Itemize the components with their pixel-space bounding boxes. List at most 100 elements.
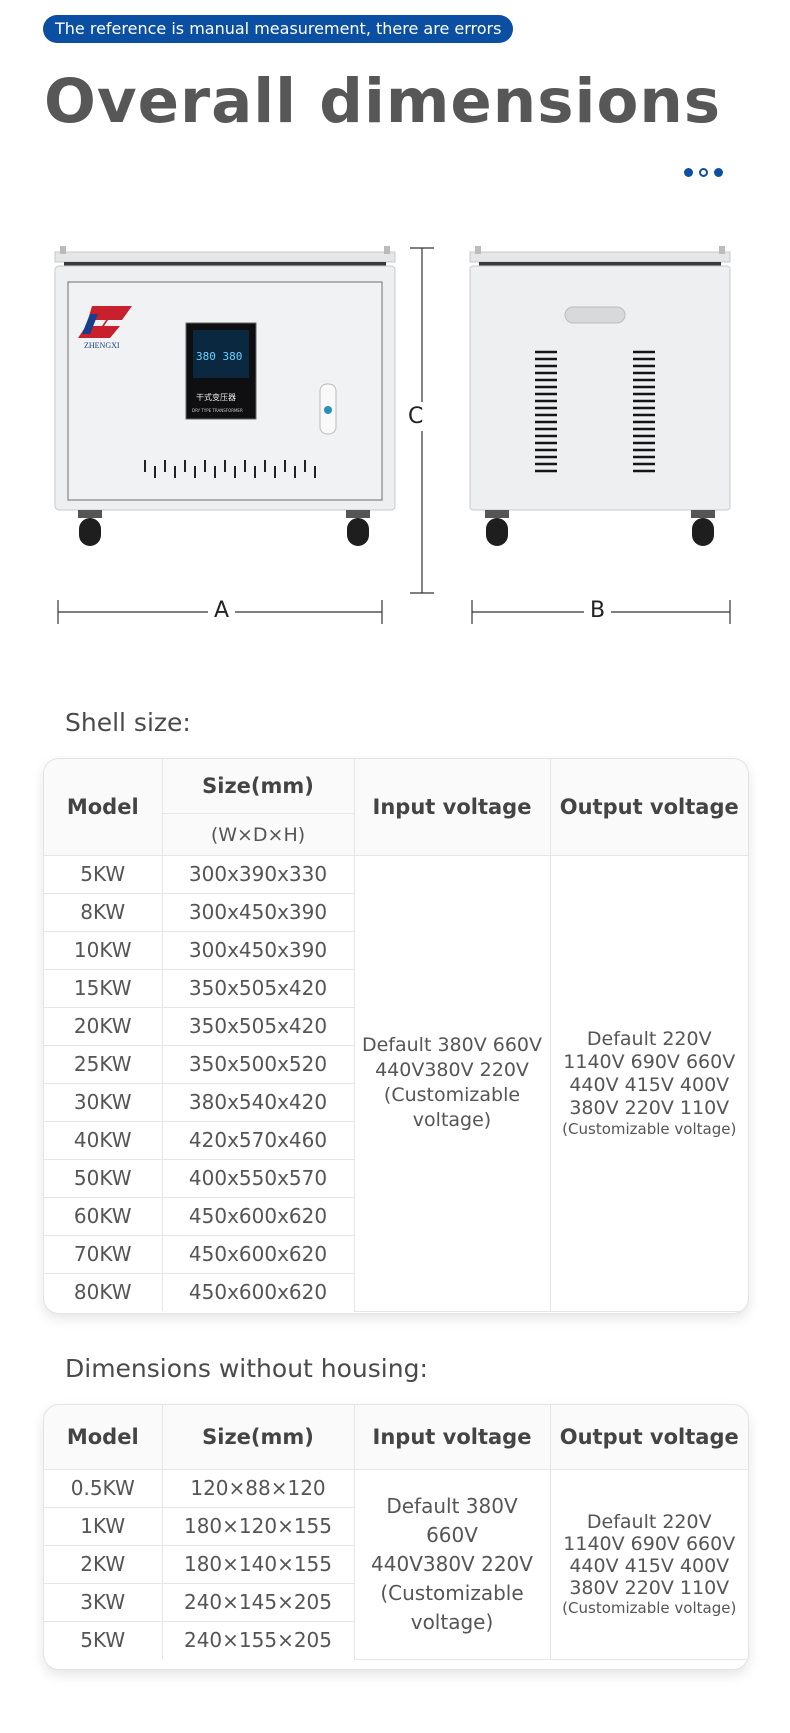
model-cell: 50KW <box>44 1158 163 1198</box>
carousel-indicator[interactable] <box>684 168 729 180</box>
dimension-label-a: A <box>208 598 236 623</box>
panel-subtext: DRY TYPE TRANSFORMER <box>192 408 243 413</box>
size-cell: 240×155×205 <box>161 1620 354 1659</box>
table-row: 0.5KW 120×88×120 Default 380V 660V 440V3… <box>44 1468 748 1660</box>
input-voltage-cell: Default 380V 660V 440V380V 220V (Customi… <box>353 854 551 1312</box>
page-title: Overall dimensions <box>44 66 722 137</box>
model-cell: 15KW <box>44 968 163 1008</box>
model-cell: 40KW <box>44 1120 163 1160</box>
input-voltage-line: voltage) <box>410 1609 494 1634</box>
size-cell: 240×145×205 <box>161 1582 354 1622</box>
output-voltage-line: Default 220V <box>586 1028 712 1050</box>
header-output-voltage: Output voltage <box>549 1405 748 1470</box>
size-cell: 380x540x420 <box>161 1082 354 1122</box>
output-voltage-note: (Customizable voltage) <box>562 1120 737 1138</box>
header-output-voltage: Output voltage <box>549 759 748 856</box>
model-cell: 3KW <box>44 1582 163 1622</box>
model-cell: 2KW <box>44 1544 163 1584</box>
size-cell: 450x600x620 <box>161 1196 354 1236</box>
model-cell: 60KW <box>44 1196 163 1236</box>
size-cell: 300x390x330 <box>161 854 355 894</box>
input-voltage-line: Default 380V 660V <box>386 1493 518 1547</box>
size-cell: 400x550x570 <box>161 1158 354 1198</box>
model-cell: 25KW <box>44 1044 163 1084</box>
size-cell: 450x600x620 <box>161 1272 354 1311</box>
header-size: Size(mm) <box>161 1405 355 1470</box>
carousel-dot-active[interactable] <box>699 168 708 177</box>
input-voltage-cell: Default 380V 660V 440V380V 220V (Customi… <box>353 1468 551 1660</box>
output-voltage-line: Default 220V <box>586 1511 712 1533</box>
size-cell: 180×120×155 <box>161 1506 354 1546</box>
size-cell: 350x500x520 <box>161 1044 354 1084</box>
display-reading: 380 380 <box>196 350 242 363</box>
front-view-drawing: ZHENGXI 380 380 干式变压器 DRY TYPE TRANSFORM… <box>54 246 396 546</box>
model-cell: 8KW <box>44 892 163 932</box>
output-voltage-note: (Customizable voltage) <box>562 1599 737 1617</box>
input-voltage-line: Default 380V 660V <box>361 1034 543 1056</box>
model-cell: 10KW <box>44 930 163 970</box>
model-cell: 70KW <box>44 1234 163 1274</box>
side-view-drawing <box>469 246 731 546</box>
header-input-voltage: Input voltage <box>353 759 551 856</box>
size-cell: 120×88×120 <box>161 1468 355 1508</box>
measurement-notice-badge: The reference is manual measurement, the… <box>43 15 514 43</box>
model-cell: 80KW <box>44 1272 163 1311</box>
size-cell: 300x450x390 <box>161 892 354 932</box>
input-voltage-line: 440V380V 220V <box>375 1059 529 1081</box>
table-row: 5KW 300x390x330 Default 380V 660V 440V38… <box>44 854 748 1312</box>
output-voltage-line: 1140V 690V 660V <box>563 1051 736 1073</box>
model-cell: 20KW <box>44 1006 163 1046</box>
model-cell: 5KW <box>44 1620 163 1659</box>
housing-dimensions-title: Dimensions without housing: <box>65 1354 428 1383</box>
output-voltage-line: 440V 415V 400V <box>569 1555 730 1577</box>
model-cell: 1KW <box>44 1506 163 1546</box>
model-cell: 0.5KW <box>44 1468 163 1508</box>
output-voltage-cell: Default 220V 1140V 690V 660V 440V 415V 4… <box>549 854 748 1312</box>
model-cell: 30KW <box>44 1082 163 1122</box>
output-voltage-line: 380V 220V 110V <box>569 1097 730 1119</box>
size-cell: 350x505x420 <box>161 1006 354 1046</box>
input-voltage-line: (Customizable <box>383 1084 521 1106</box>
brand-label: ZHENGXI <box>84 341 120 350</box>
size-cell: 350x505x420 <box>161 968 354 1008</box>
header-size: Size(mm) <box>161 759 355 814</box>
output-voltage-line: 440V 415V 400V <box>569 1074 730 1096</box>
carousel-dot[interactable] <box>714 168 723 177</box>
shell-size-title: Shell size: <box>65 708 191 737</box>
model-cell: 5KW <box>44 854 163 894</box>
input-voltage-line: voltage) <box>412 1109 492 1131</box>
output-voltage-cell: Default 220V 1140V 690V 660V 440V 415V 4… <box>549 1468 748 1660</box>
output-voltage-line: 380V 220V 110V <box>569 1577 730 1599</box>
header-model: Model <box>44 759 163 856</box>
carousel-dot[interactable] <box>684 168 693 177</box>
panel-text: 干式变压器 <box>196 392 236 402</box>
output-voltage-line: 1140V 690V 660V <box>563 1533 736 1555</box>
dimension-label-b: B <box>584 598 612 623</box>
dimension-lines <box>57 247 731 624</box>
size-cell: 450x600x620 <box>161 1234 354 1274</box>
header-model: Model <box>44 1405 163 1470</box>
header-size-sub: (W×D×H) <box>210 824 306 846</box>
housing-dimensions-table: Model Size(mm) Input voltage Output volt… <box>43 1404 749 1670</box>
input-voltage-line: 440V380V 220V <box>371 1551 533 1576</box>
shell-size-table: Model Size(mm) Input voltage Output volt… <box>43 758 749 1314</box>
size-cell: 420x570x460 <box>161 1120 354 1160</box>
header-input-voltage: Input voltage <box>353 1405 551 1470</box>
dimension-label-c: C <box>408 402 424 431</box>
size-cell: 180×140×155 <box>161 1544 354 1584</box>
zhengxi-logo: ZHENGXI <box>78 306 132 350</box>
